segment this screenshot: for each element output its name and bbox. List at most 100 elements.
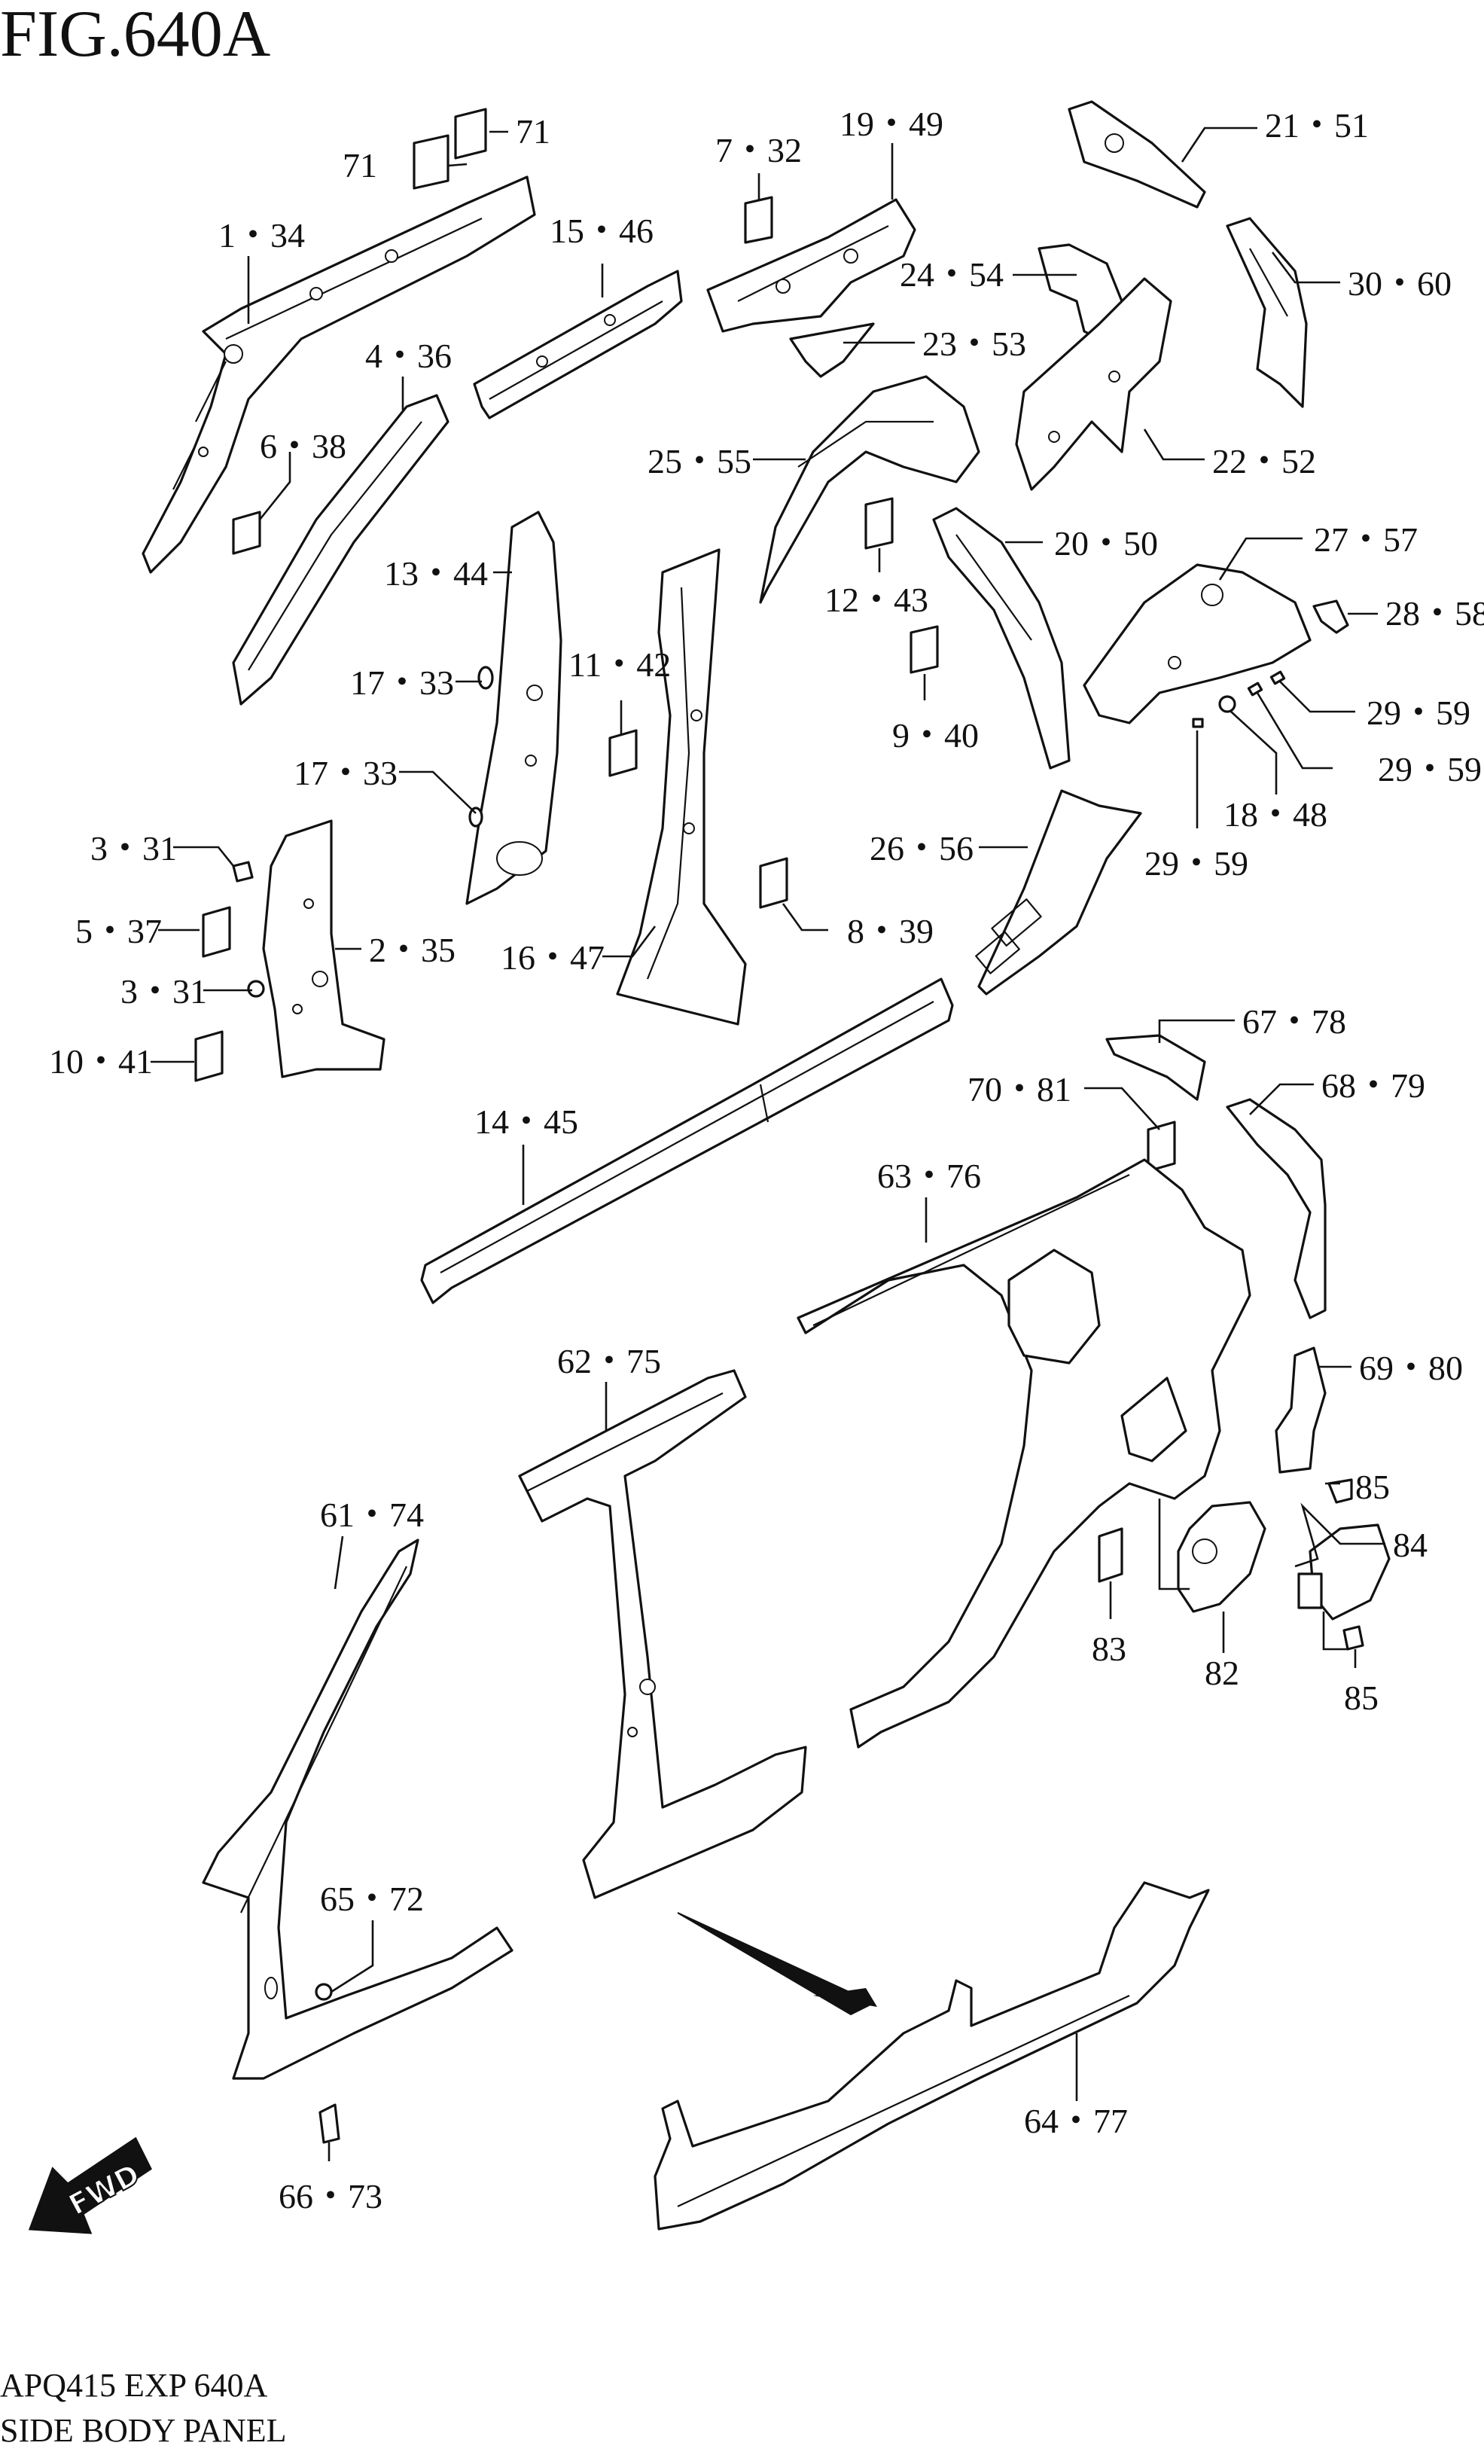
callout: 83 [1092,1630,1126,1668]
callout: 22・52 [1212,442,1316,480]
part-85-bolts [1327,1478,1364,1651]
figure-name: SIDE BODY PANEL [0,2412,287,2449]
part-70-81 [1147,1121,1176,1173]
callout: 85 [1344,1679,1379,1717]
part-11-42 [608,729,638,777]
callout: 28・58 [1385,594,1484,633]
callout: 67・78 [1242,1002,1346,1041]
part-82-fuel-housing [1177,1501,1266,1613]
callout: 63・76 [877,1157,981,1195]
callout: 15・46 [550,212,654,250]
part-9-40 [910,625,939,674]
part-10-41 [194,1030,224,1082]
part-1-34 [142,175,536,574]
callout: 84 [1393,1526,1428,1564]
part-25-55 [759,375,980,604]
callout: 25・55 [648,442,751,480]
figure-title: FIG.640A [0,0,270,71]
callout: 7・32 [715,131,802,169]
part-71-pads [413,108,487,190]
callout: 3・31 [90,829,177,868]
direction-arrow-icon [677,1912,877,2016]
part-67-78 [1105,1034,1206,1101]
part-8-39 [759,857,788,909]
part-65-72 [315,1983,333,2001]
fwd-arrow-icon: FWD [28,2136,152,2234]
part-69-80 [1275,1346,1327,1474]
callout: 62・75 [557,1342,661,1380]
callout: 14・45 [474,1102,578,1141]
part-83-pad [1098,1527,1123,1583]
callout: 66・73 [279,2177,382,2215]
part-28-58 [1312,599,1349,634]
part-23-53 [789,322,875,378]
part-22-52 [1015,277,1172,491]
part-2-35 [262,819,385,1078]
callout: 17・33 [294,754,398,792]
callout: 64・77 [1024,2102,1128,2140]
part-clips-29-59 [1192,670,1286,728]
part-27-57 [1083,563,1312,724]
part-7-32 [744,196,773,244]
callout: 5・37 [75,912,162,950]
callout: 24・54 [900,255,1004,294]
part-5-37 [202,906,231,958]
part-61-74 [202,1538,513,2080]
callout: 8・39 [847,912,934,950]
callout: 10・41 [49,1042,153,1081]
callout: 21・51 [1265,106,1369,145]
callout: 20・50 [1054,524,1158,563]
figure-code: APQ415 EXP 640A [0,2367,268,2404]
callout: 69・80 [1359,1349,1463,1387]
callout: 2・35 [369,931,456,969]
part-19-49 [706,198,916,333]
part-3-31 [232,861,265,998]
callout: 85 [1355,1468,1390,1506]
callout: 3・31 [120,972,207,1011]
callout: 18・48 [1223,795,1327,834]
part-26-56 [975,789,1142,996]
leader-lines [151,127,1385,2161]
part-17-33 [468,666,494,828]
callout: 27・57 [1314,520,1418,559]
callout: 17・33 [350,663,454,702]
part-16-47 [616,548,747,1026]
callout: 23・53 [922,325,1026,363]
callout: 11・42 [568,645,671,684]
part-12-43 [864,497,894,550]
callout: 29・59 [1367,694,1470,732]
part-62-75 [518,1369,807,1899]
part-6-38 [232,511,261,555]
part-13-44 [465,511,562,905]
callout: 68・79 [1321,1066,1425,1105]
callout: 6・38 [260,427,346,465]
callout: 29・59 [1144,844,1248,883]
callout: 30・60 [1348,264,1452,303]
part-4-36 [232,394,449,706]
part-84-fuel-lid [1297,1523,1391,1621]
part-30-60 [1226,217,1308,408]
callout: 65・72 [320,1880,424,1918]
callout: 71 [516,112,550,151]
part-68-79 [1226,1098,1327,1319]
part-20-50 [932,507,1071,770]
part-21-51 [1068,100,1206,209]
callout: 70・81 [967,1070,1071,1108]
part-63-76 [797,1158,1251,1749]
callout: 1・34 [218,216,305,255]
part-64-77 [654,1881,1210,2231]
callout: 61・74 [320,1496,424,1534]
callout: 26・56 [870,829,974,868]
callout: 71 [343,146,377,184]
callout: 16・47 [501,938,605,977]
callout: 19・49 [840,105,943,143]
callout-labels: 71 71 1・34 15・46 7・32 19・49 21・51 30・60 … [49,105,1484,2215]
part-14-45 [420,977,954,1304]
callout: 4・36 [365,337,452,375]
part-15-46 [473,270,683,419]
callout: 82 [1205,1654,1239,1692]
callout: 29・59 [1378,750,1482,788]
callout: 9・40 [892,716,979,755]
callout: 12・43 [824,581,928,619]
